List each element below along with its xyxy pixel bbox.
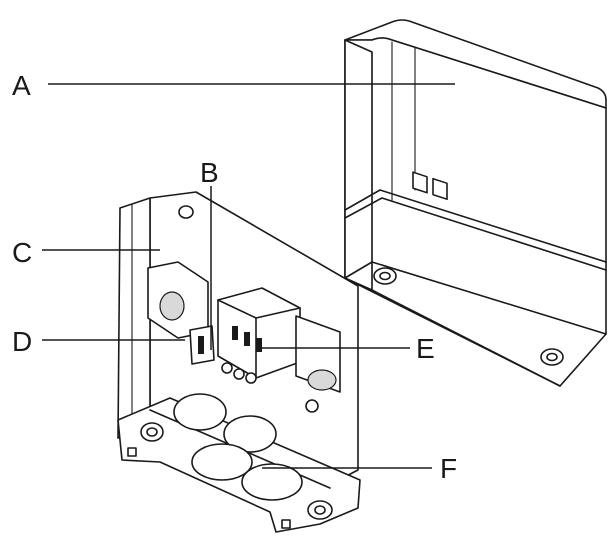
cover-front-face (344, 37, 607, 387)
base-side-wall (117, 197, 151, 439)
callout-d: D (12, 326, 32, 357)
terminal-screw-1 (221, 362, 233, 374)
bracket-hole-right (307, 500, 333, 520)
cable-entry-3 (191, 443, 253, 481)
right-small-screw (305, 399, 319, 413)
bracket-tab-right (281, 519, 291, 529)
cover-side-face (344, 39, 373, 291)
callout-b: B (200, 157, 219, 188)
cable-entry-1 (173, 393, 227, 431)
cover-seam-upper (344, 189, 607, 263)
indicator-led-2 (432, 177, 448, 201)
base-top-screw (178, 205, 194, 219)
terminal-screw-3 (245, 372, 257, 384)
cover-screw-hole-left-inner (379, 271, 391, 281)
bracket-hole-left (140, 422, 164, 442)
right-post-cap (307, 369, 337, 391)
bottom-bracket (117, 393, 361, 533)
bracket-hole-right-inner (314, 505, 326, 515)
cover-screw-hole-left (373, 267, 397, 285)
terminal-screw-2 (233, 368, 245, 380)
terminal-slot-2 (244, 332, 250, 346)
cover-module (344, 19, 607, 387)
callout-labels: A B C D E F (12, 70, 457, 484)
callout-c: C (12, 237, 32, 268)
callout-e: E (416, 333, 435, 364)
cover-seam-lower (344, 197, 607, 271)
cable-entry-4 (241, 463, 303, 501)
cover-bottom-edge-front (371, 289, 561, 387)
callout-a: A (12, 70, 31, 101)
callout-f: F (440, 453, 457, 484)
terminal-slot-3 (256, 338, 262, 352)
terminal-slot-1 (232, 326, 238, 340)
cover-screw-hole-right-inner (546, 352, 558, 362)
cover-bottom-edge (344, 261, 607, 335)
bracket-hole-left-inner (146, 427, 158, 437)
clip-roller (159, 291, 185, 321)
cable-entry-2 (223, 415, 277, 453)
latch-slot (198, 336, 204, 354)
bracket-tab-left (127, 447, 137, 457)
indicator-led-1 (412, 171, 428, 194)
cover-screw-hole-right (540, 348, 564, 366)
callout-leaders (42, 83, 455, 469)
